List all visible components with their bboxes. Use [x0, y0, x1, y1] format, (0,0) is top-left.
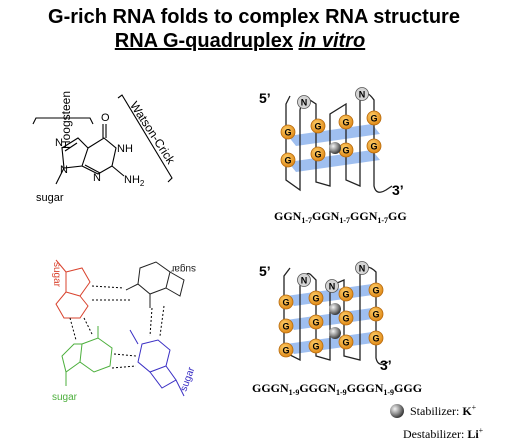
- bottom-guanine-label: G: [372, 334, 379, 344]
- watson-crick-bracket: [117, 94, 173, 183]
- hoogsteen-bracket: [32, 117, 94, 125]
- bottom-guanine-node: [338, 286, 354, 302]
- top-guanine-label: G: [342, 146, 349, 156]
- tetrad-sugar-black: sugar: [170, 263, 196, 274]
- bottom-guanine-node: [368, 306, 384, 322]
- bottom-guanine-node: [368, 282, 384, 298]
- atom-n9: N: [60, 164, 68, 176]
- bottom-loop-label: N: [329, 282, 336, 292]
- bottom-guanine-label: G: [342, 314, 349, 324]
- three-prime-top: 3’: [392, 182, 404, 198]
- bottom-guanine-label: G: [342, 290, 349, 300]
- watson-crick-label: Watson-Crick: [127, 99, 178, 167]
- three-prime-bottom: 3’: [380, 357, 392, 373]
- top-guanine-label: G: [314, 150, 321, 160]
- bottom-guanine-label: G: [342, 338, 349, 348]
- top-guanine-node: [310, 146, 326, 162]
- bottom-loop-node: [325, 279, 339, 293]
- title-line-2: RNA G-quadruplex in vitro: [40, 30, 440, 53]
- ion-bottom-1: [329, 303, 341, 315]
- bottom-guanine-node: [308, 290, 324, 306]
- bottom-loop-label: N: [359, 264, 366, 274]
- ion-top: [329, 142, 341, 154]
- top-guanine-label: G: [370, 142, 377, 152]
- bottom-loop-node: [355, 261, 369, 275]
- top-guanine-label: G: [284, 156, 291, 166]
- top-guanine-label: G: [342, 118, 349, 128]
- sugar-label: sugar: [36, 192, 64, 204]
- legend-ion-icon: [390, 404, 404, 418]
- top-loop-label: N: [359, 90, 366, 100]
- tetrad-guanine-green: [61, 326, 113, 386]
- atom-n7: N: [55, 137, 63, 149]
- bottom-guanine-node: [278, 342, 294, 358]
- atom-nh: NH: [117, 143, 133, 155]
- guanine-structure: [32, 94, 173, 185]
- bottom-guanine-node: [338, 334, 354, 350]
- bottom-guanine-label: G: [372, 286, 379, 296]
- g-tetrad: [55, 259, 185, 397]
- bottom-guanine-label: G: [282, 346, 289, 356]
- bottom-guanine-node: [278, 294, 294, 310]
- five-prime-bottom: 5’: [259, 263, 271, 279]
- tetrad-sugar-green: sugar: [52, 392, 78, 403]
- atom-n3: N: [93, 172, 101, 184]
- bottom-guanine-node: [308, 338, 324, 354]
- title-rna-g4: RNA G-quadruplex: [114, 30, 293, 52]
- top-guanine-node: [280, 124, 296, 140]
- tetrad-guanine-black: [125, 261, 185, 308]
- bottom-guanine-label: G: [312, 342, 319, 352]
- tetrad-guanine-red: [55, 259, 91, 319]
- atom-o: O: [101, 112, 110, 124]
- legend-stabilizer: Stabilizer: K+: [410, 403, 477, 418]
- bottom-loop-label: N: [301, 276, 308, 286]
- top-guanine-label: G: [370, 114, 377, 124]
- top-guanine-label: G: [284, 128, 291, 138]
- bottom-guanine-label: G: [282, 322, 289, 332]
- title-line-1: G-rich RNA folds to complex RNA structur…: [48, 6, 460, 28]
- bottom-guanine-label: G: [312, 294, 319, 304]
- tetrad-guanine-blue: [129, 329, 185, 397]
- bottom-guanine-label: G: [282, 298, 289, 308]
- sequence-top: GGN1-7GGN1-7GGN1-7GG: [274, 209, 407, 225]
- tetrad-planes-top: [288, 124, 380, 172]
- bottom-guanine-label: G: [372, 310, 379, 320]
- bottom-guanine-node: [338, 310, 354, 326]
- bottom-guanine-label: G: [312, 318, 319, 328]
- hoogsteen-label: Hoogsteen: [59, 91, 73, 149]
- top-loop-node: [297, 95, 311, 109]
- top-loop-node: [355, 87, 369, 101]
- bottom-guanine-node: [278, 318, 294, 334]
- bottom-guanine-node: [368, 330, 384, 346]
- bottom-guanine-node: [308, 314, 324, 330]
- sequence-bottom: GGGN1-9GGGN1-9GGGN1-9GGG: [252, 381, 422, 397]
- tetrad-sugar-blue: sugar: [178, 365, 197, 393]
- bottom-loop-node: [297, 273, 311, 287]
- top-guanine-node: [338, 114, 354, 130]
- legend-destabilizer: Destabilizer: Li+: [403, 426, 484, 441]
- top-guanine-node: [280, 152, 296, 168]
- top-guanine-node: [310, 118, 326, 134]
- title-in-vitro: in vitro: [298, 30, 366, 52]
- top-guanine-label: G: [314, 122, 321, 132]
- top-guanine-node: [366, 138, 382, 154]
- atom-nh2: NH2: [124, 174, 145, 188]
- tetrad-sugar-red: sugar: [51, 262, 62, 288]
- top-guanine-node: [366, 110, 382, 126]
- top-loop-label: N: [301, 98, 308, 108]
- ion-bottom-2: [329, 327, 341, 339]
- five-prime-top: 5’: [259, 90, 271, 106]
